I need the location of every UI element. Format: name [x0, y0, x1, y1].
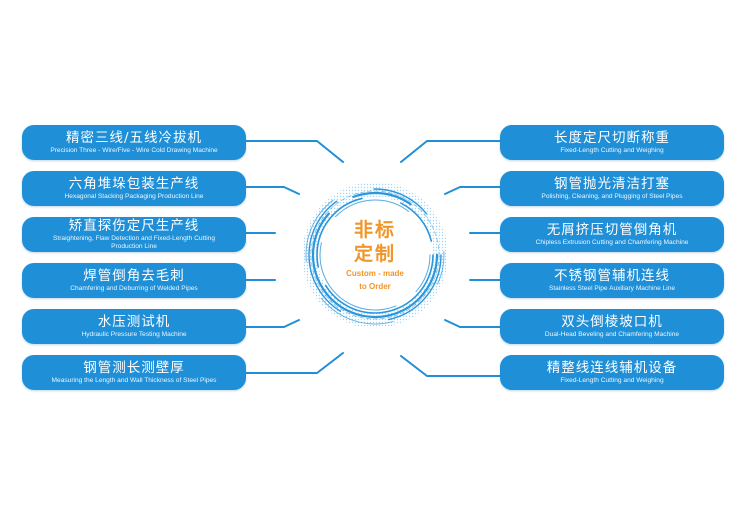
item-title-en: Precision Three - Wire/Five - Wire Cold …: [50, 146, 218, 154]
item-title-en: Dual-Head Beveling and Chamfering Machin…: [544, 330, 680, 338]
item-title-en: Chamfering and Deburring of Welded Pipes: [70, 284, 198, 292]
ring-graphic-icon: [300, 180, 450, 330]
item-title-zh: 钢管抛光清洁打塞: [554, 175, 670, 192]
center-title-line1: 非标: [353, 219, 396, 241]
right-item-dual-head-beveling-machine[interactable]: 双头倒棱坡口机 Dual-Head Beveling and Chamferin…: [500, 309, 724, 344]
item-title-zh: 钢管测长测壁厚: [83, 359, 185, 376]
item-title-en: Fixed-Length Cutting and Weighing: [560, 146, 664, 154]
center-title-line2: 定制: [353, 243, 396, 265]
item-title-en: Hexagonal Stacking Packaging Production …: [64, 192, 204, 200]
item-title-en: Stainless Steel Pipe Auxiliary Machine L…: [548, 284, 676, 292]
item-title-zh: 长度定尺切断称重: [554, 129, 670, 146]
right-item-finishing-line-auxiliary[interactable]: 精整线连线辅机设备 Fixed-Length Cutting and Weigh…: [500, 355, 724, 390]
center-label: 非标 定制 Custom - made to Order: [300, 180, 450, 330]
left-item-length-wall-thickness-measuring[interactable]: 钢管测长测壁厚 Measuring the Length and Wall Th…: [22, 355, 246, 390]
item-title-en: Fixed-Length Cutting and Weighing: [560, 376, 664, 384]
left-item-hydraulic-testing-machine[interactable]: 水压测试机 Hydraulic Pressure Testing Machine: [22, 309, 246, 344]
item-title-zh: 精密三线/五线冷拔机: [65, 129, 203, 146]
item-title-zh: 无屑挤压切管倒角机: [546, 221, 678, 238]
item-title-zh: 水压测试机: [97, 313, 171, 330]
connector-right-1: [400, 140, 501, 163]
item-title-zh: 矫直探伤定尺生产线: [68, 217, 200, 234]
center-subtitle-line1: Custom - made: [346, 269, 404, 278]
connector-left-1: [244, 140, 344, 163]
connector-right-2: [444, 186, 501, 195]
item-title-en: Polishing, Cleaning, and Plugging of Ste…: [541, 192, 683, 200]
left-item-welded-pipe-chamfering[interactable]: 焊管倒角去毛刺 Chamfering and Deburring of Weld…: [22, 263, 246, 298]
item-title-en: Straightening, Flaw Detection and Fixed-…: [52, 234, 215, 250]
item-title-en: Hydraulic Pressure Testing Machine: [81, 330, 187, 338]
center-subtitle-line2: to Order: [359, 282, 391, 291]
item-title-en: Chipless Extrusion Cutting and Chamferin…: [535, 238, 689, 246]
right-item-chipless-extrusion-cutting[interactable]: 无屑挤压切管倒角机 Chipless Extrusion Cutting and…: [500, 217, 724, 252]
right-item-stainless-auxiliary-line[interactable]: 不锈钢管辅机连线 Stainless Steel Pipe Auxiliary …: [500, 263, 724, 298]
item-title-en: Measuring the Length and Wall Thickness …: [51, 376, 217, 384]
connector-left-6: [244, 352, 344, 374]
right-item-polishing-cleaning-plugging[interactable]: 钢管抛光清洁打塞 Polishing, Cleaning, and Pluggi…: [500, 171, 724, 206]
left-item-cold-drawing-machine[interactable]: 精密三线/五线冷拔机 Precision Three - Wire/Five -…: [22, 125, 246, 160]
connector-right-5: [444, 319, 501, 328]
right-item-fixed-length-cutting-weighing[interactable]: 长度定尺切断称重 Fixed-Length Cutting and Weighi…: [500, 125, 724, 160]
connector-right-6: [400, 355, 501, 377]
item-title-zh: 焊管倒角去毛刺: [83, 267, 185, 284]
item-title-zh: 六角堆垛包装生产线: [68, 175, 200, 192]
item-title-zh: 不锈钢管辅机连线: [554, 267, 670, 284]
item-title-zh: 精整线连线辅机设备: [546, 359, 678, 376]
center-badge: 非标 定制 Custom - made to Order: [300, 180, 450, 330]
item-title-zh: 双头倒棱坡口机: [561, 313, 663, 330]
left-item-hexagonal-stacking-line[interactable]: 六角堆垛包装生产线 Hexagonal Stacking Packaging P…: [22, 171, 246, 206]
connector-left-2: [244, 186, 300, 195]
connector-left-5: [244, 319, 300, 328]
left-item-straightening-flaw-detection-line[interactable]: 矫直探伤定尺生产线 Straightening, Flaw Detection …: [22, 217, 246, 252]
